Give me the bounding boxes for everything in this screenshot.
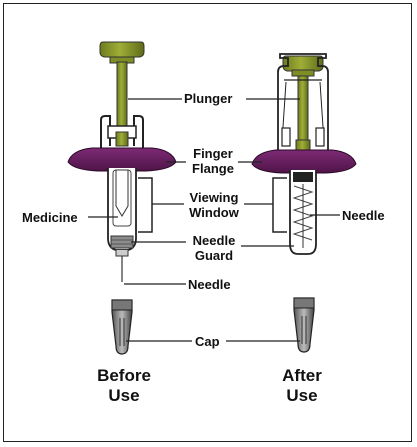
before-use-caption-line2: Use bbox=[108, 386, 140, 405]
after-use-syringe bbox=[251, 53, 357, 255]
after-use-caption-line2: Use bbox=[286, 386, 318, 405]
needle-bottom-label: Needle bbox=[188, 277, 231, 292]
needle-guard-label-line1: Needle bbox=[192, 233, 236, 248]
after-use-cap bbox=[293, 297, 315, 353]
finger-flange bbox=[67, 147, 177, 172]
before-use-caption-line1: Before bbox=[97, 366, 151, 385]
after-use-caption-line1: After bbox=[282, 366, 322, 385]
viewing-window-label: Viewing Window bbox=[184, 190, 244, 220]
viewing-window-label-line2: Window bbox=[189, 205, 239, 220]
before-use-caption: Before Use bbox=[84, 366, 164, 406]
plunger-head bbox=[99, 41, 145, 58]
needle-right-label: Needle bbox=[342, 208, 385, 223]
viewing-window-label-line1: Viewing bbox=[189, 190, 239, 205]
cap-label: Cap bbox=[195, 334, 220, 349]
plunger-rod bbox=[116, 61, 128, 133]
medicine-label: Medicine bbox=[22, 210, 78, 225]
leader-lines bbox=[88, 98, 340, 342]
after-use-caption: After Use bbox=[262, 366, 342, 406]
needle-guard-band bbox=[110, 235, 134, 249]
diagram-frame bbox=[3, 3, 412, 442]
finger-flange-label-line2: Flange bbox=[192, 161, 234, 176]
finger-flange-label-line1: Finger bbox=[193, 146, 233, 161]
plunger-label: Plunger bbox=[184, 91, 233, 106]
needle-guard-label-line2: Guard bbox=[194, 248, 234, 263]
needle-guard-label: Needle Guard bbox=[186, 233, 242, 263]
before-use-syringe bbox=[67, 41, 177, 282]
before-use-cap bbox=[111, 299, 133, 355]
finger-flange-label: Finger Flange bbox=[188, 146, 238, 176]
